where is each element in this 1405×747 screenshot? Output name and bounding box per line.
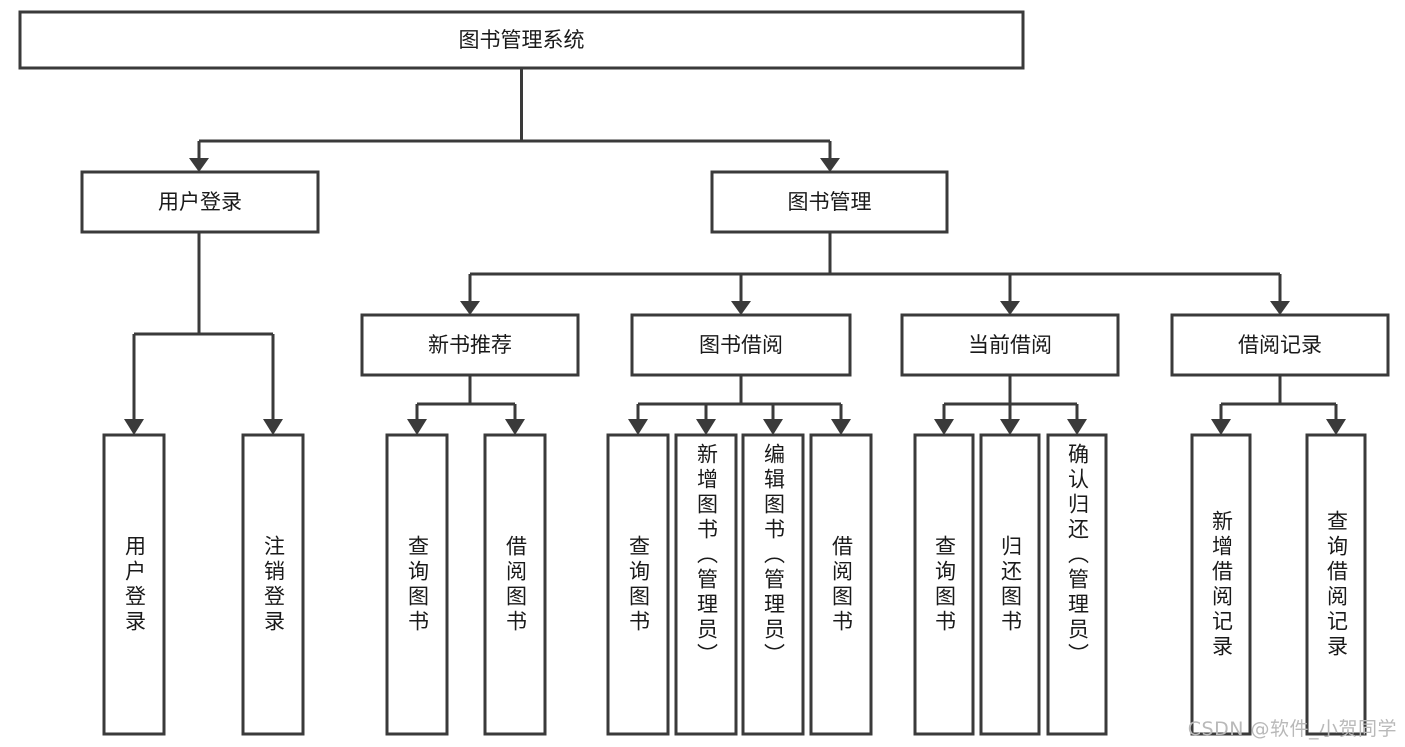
csdn-watermark: CSDN @软件_小贺同学 [1187,718,1397,740]
node-current-borrow-box[interactable] [900,313,1120,377]
node-borrow-record[interactable]: 借阅记录 [1170,313,1390,377]
node-leaf-query-book-3-box[interactable] [913,433,975,736]
arrowhead-leaf-logout [263,419,283,435]
node-leaf-confirm-return-box[interactable] [1046,433,1108,736]
arrowhead-leaf-query-record [1326,419,1346,435]
arrowhead-leaf-borrow-book-2 [831,419,851,435]
node-root-box[interactable] [18,10,1025,70]
arrowhead-book-borrow [731,301,751,315]
arrowhead-leaf-query-book-1 [407,419,427,435]
node-book-borrow-label: 图书借阅 [699,333,783,357]
arrowhead-user-login [189,158,209,172]
node-new-book-rec-label: 新书推荐 [428,333,512,357]
node-leaf-logout-box[interactable] [241,433,305,736]
arrowhead-leaf-borrow-book-1 [505,419,525,435]
node-leaf-return-book-box[interactable] [979,433,1041,736]
node-leaf-query-record-box[interactable] [1305,433,1367,736]
node-leaf-query-book-2-box[interactable] [606,433,670,736]
node-leaf-query-book-1-box[interactable] [385,433,449,736]
node-new-book-rec[interactable]: 新书推荐 [360,313,580,377]
node-borrow-record-box[interactable] [1170,313,1390,377]
node-user-login[interactable]: 用户登录 [80,170,320,234]
arrowhead-leaf-user-login [124,419,144,435]
node-leaf-add-record-box[interactable] [1190,433,1252,736]
node-leaf-edit-book-box[interactable] [741,433,805,736]
arrowhead-leaf-edit-book [763,419,783,435]
node-new-book-rec-box[interactable] [360,313,580,377]
connectors [124,68,1346,435]
node-current-borrow[interactable]: 当前借阅 [900,313,1120,377]
arrowhead-leaf-query-book-2 [628,419,648,435]
arrowhead-leaf-confirm-return [1067,419,1087,435]
arrowhead-leaf-add-book [696,419,716,435]
node-boxes: 图书管理系统 用户登录 图书管理 新书推荐 图书借阅 [18,10,1390,736]
node-leaf-add-book-box[interactable] [674,433,738,736]
arrowhead-new-book-rec [460,301,480,315]
node-user-login-box[interactable] [80,170,320,234]
node-leaf-user-login-box[interactable] [102,433,166,736]
node-book-manage[interactable]: 图书管理 [710,170,949,234]
node-leaf-borrow-book-2-box[interactable] [809,433,873,736]
arrowhead-current-borrow [1000,301,1020,315]
arrowhead-leaf-query-book-3 [934,419,954,435]
node-current-borrow-label: 当前借阅 [968,333,1052,357]
node-root-label: 图书管理系统 [459,28,585,52]
arrowhead-borrow-record [1270,301,1290,315]
node-book-borrow-box[interactable] [630,313,852,377]
node-book-manage-box[interactable] [710,170,949,234]
node-borrow-record-label: 借阅记录 [1238,333,1322,357]
node-leaf-borrow-book-1-box[interactable] [483,433,547,736]
arrowhead-leaf-add-record [1211,419,1231,435]
node-user-login-label: 用户登录 [158,190,242,214]
arrowhead-leaf-return-book [1000,419,1020,435]
arrowhead-book-manage [820,158,840,172]
node-book-borrow[interactable]: 图书借阅 [630,313,852,377]
node-book-manage-label: 图书管理 [788,190,872,214]
node-root[interactable]: 图书管理系统 [18,10,1025,70]
